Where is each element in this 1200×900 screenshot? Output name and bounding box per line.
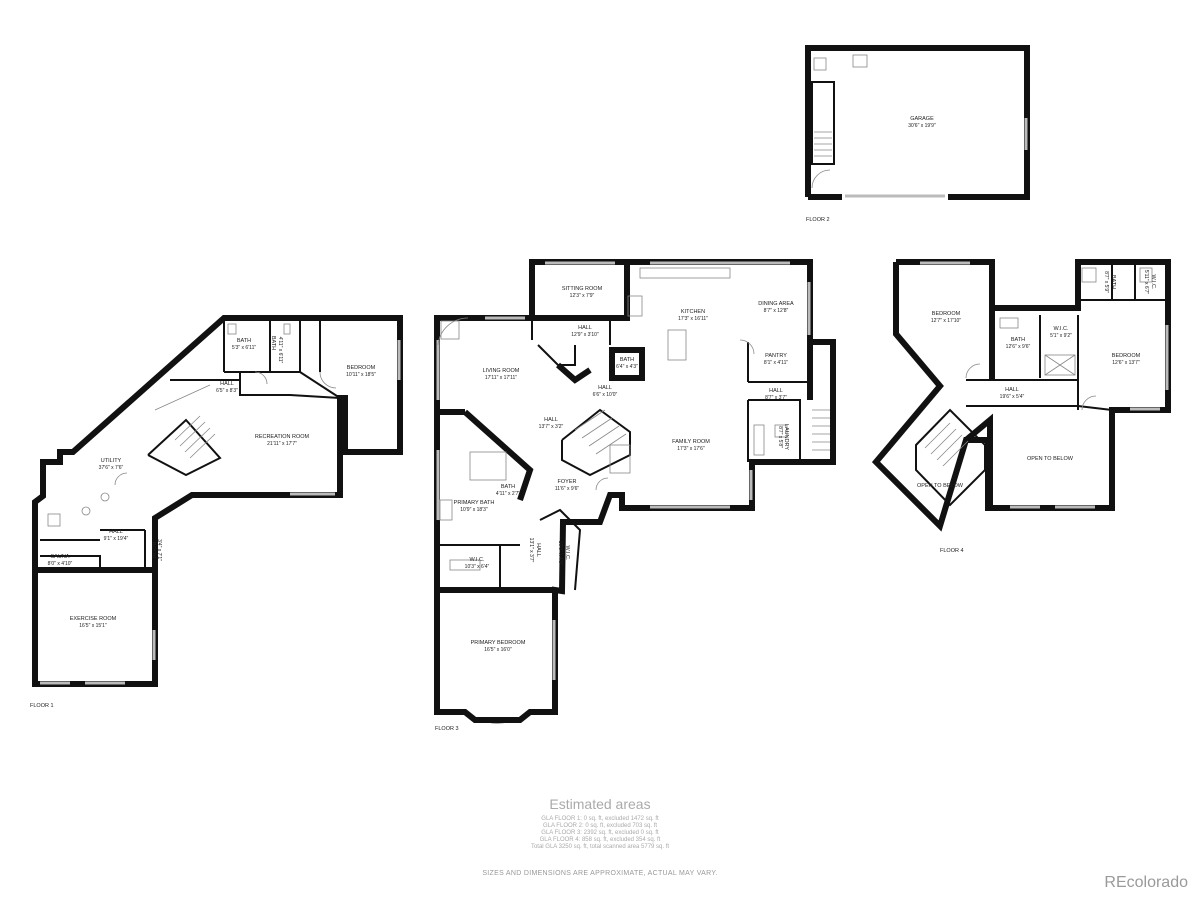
- f1-bedroom-dim: 10'11" x 18'5": [346, 372, 376, 378]
- area-line-1: GLA FLOOR 1: 0 sq. ft, excluded 1472 sq.…: [541, 816, 659, 822]
- f4-bedroom1-name: BEDROOM: [932, 311, 961, 317]
- f3-hall4-name: HALL: [544, 417, 558, 423]
- open-to-below-1: OPEN TO BELOW: [1027, 456, 1074, 462]
- primary-bath-dim: 10'9" x 18'3": [460, 507, 488, 513]
- recreation-dim: 21'11" x 17'7": [267, 441, 297, 447]
- sauna-name: SAUNA: [51, 554, 70, 560]
- floor-4: BEDROOM 12'7" x 17'10" BATH 8'7" x 5'9" …: [871, 259, 1171, 554]
- area-line-5: Total GLA 3250 sq. ft, total scanned are…: [530, 844, 670, 850]
- f3-hall2-name: HALL: [598, 385, 612, 391]
- foyer-name: FOYER: [558, 479, 577, 485]
- f1-bath-dim: 5'3" x 6'11": [232, 345, 256, 351]
- primary-bedroom-name: PRIMARY BEDROOM: [471, 640, 526, 646]
- foyer-dim: 11'6" x 9'6": [555, 486, 579, 492]
- f4-bath1-name: BATH: [1110, 275, 1116, 289]
- exercise-name: EXERCISE ROOM: [70, 616, 117, 622]
- f3-hall5-dim: 13'1" x 3'7": [528, 538, 534, 563]
- living-name: LIVING ROOM: [483, 368, 520, 374]
- f1-hall2-name: HALL: [109, 529, 123, 535]
- f4-bedroom1-dim: 12'7" x 17'10": [931, 318, 961, 324]
- family-name: FAMILY ROOM: [672, 439, 710, 445]
- f3-hall1-dim: 12'9" x 3'10": [571, 332, 599, 338]
- disclaimer: SIZES AND DIMENSIONS ARE APPROXIMATE, AC…: [482, 870, 718, 877]
- f3-hall5-name: HALL: [535, 543, 541, 557]
- f3-hall3-dim: 8'7" x 3'7": [765, 395, 787, 401]
- f4-hall-dim: 19'6" x 5'4": [1000, 394, 1025, 400]
- floor-3-label: FLOOR 3: [435, 726, 459, 732]
- sitting-dim: 12'3" x 7'9": [570, 293, 595, 299]
- f3-bath2-dim: 4'11" x 2'7": [496, 491, 520, 497]
- dining-dim: 8'7" x 12'8": [764, 308, 789, 314]
- f3-hall4-dim: 13'7" x 3'2": [539, 424, 564, 430]
- f3-wic2-dim: 10'0" x 4'9": [557, 541, 563, 566]
- kitchen-name: KITCHEN: [681, 309, 705, 315]
- f3-hall1-name: HALL: [578, 325, 592, 331]
- primary-bedroom-dim: 16'5" x 16'0": [484, 647, 512, 653]
- f3-bath-dim: 6'4" x 4'3": [616, 364, 638, 370]
- f4-bath2-dim: 12'6" x 9'6": [1006, 344, 1031, 350]
- floor-3: SITTING ROOM 12'3" x 7'9" HALL 12'9" x 3…: [434, 259, 836, 732]
- floor-4-label: FLOOR 4: [940, 548, 964, 554]
- f3-bath2-name: BATH: [501, 484, 515, 490]
- area-line-3: GLA FLOOR 3: 2392 sq. ft, excluded 0 sq.…: [541, 830, 659, 836]
- f4-bedroom2-dim: 12'6" x 13'7": [1112, 360, 1140, 366]
- laundry-name: LAUNDRY: [783, 424, 789, 451]
- laundry-dim: 8'7" x 5'8": [777, 426, 783, 448]
- utility-name: UTILITY: [101, 458, 122, 464]
- f4-wic2-dim: 5'1" x 9'2": [1050, 333, 1072, 339]
- f4-wic1-name: W.I.C.: [1150, 275, 1156, 290]
- open-to-below-2: OPEN TO BELOW: [917, 483, 964, 489]
- floor-2-label: FLOOR 2: [806, 217, 830, 223]
- f3-wic2-name: W.I.C.: [564, 546, 570, 561]
- area-line-4: GLA FLOOR 4: 858 sq. ft, excluded 354 sq…: [539, 837, 661, 843]
- area-line-2: GLA FLOOR 2: 0 sq. ft, excluded 703 sq. …: [542, 823, 658, 829]
- garage-name: GARAGE: [910, 116, 934, 122]
- f4-bath1-dim: 8'7" x 5'9": [1103, 271, 1109, 293]
- f1-bath-name: BATH: [237, 338, 251, 344]
- pantry-dim: 8'1" x 4'11": [764, 360, 788, 366]
- sitting-name: SITTING ROOM: [562, 286, 603, 292]
- f4-wic2-name: W.I.C.: [1054, 326, 1069, 332]
- floor-2: GARAGE 30'6" x 19'9" FLOOR 2: [805, 45, 1030, 223]
- f1-bath2-name: BATH: [270, 336, 276, 350]
- f3-wic-name: W.I.C.: [470, 557, 485, 563]
- f1-room-name: ROOM: [150, 541, 156, 559]
- recreation-name: RECREATION ROOM: [255, 434, 310, 440]
- f1-bath2-dim: 4'11" x 6'11": [277, 337, 283, 364]
- f3-wic-dim: 10'3" x 6'4": [465, 564, 490, 570]
- f4-bedroom2-name: BEDROOM: [1112, 353, 1141, 359]
- f3-hall2-dim: 6'6" x 10'0": [593, 392, 618, 398]
- exercise-dim: 16'5" x 15'1": [79, 623, 107, 629]
- f1-bedroom-name: BEDROOM: [347, 365, 376, 371]
- f1-hall1-dim: 6'5" x 8'3": [216, 388, 238, 394]
- dining-name: DINING AREA: [758, 301, 794, 307]
- utility-dim: 37'6" x 7'6": [99, 465, 124, 471]
- areas-title: Estimated areas: [549, 796, 651, 812]
- sauna-dim: 8'0" x 4'10": [48, 561, 73, 567]
- pantry-name: PANTRY: [765, 353, 787, 359]
- f1-hall1-name: HALL: [220, 381, 234, 387]
- f3-bath-name: BATH: [620, 357, 634, 363]
- f4-bath2-name: BATH: [1011, 337, 1025, 343]
- floor-1: BATH 5'3" x 6'11" BATH 4'11" x 6'11" BED…: [30, 315, 403, 709]
- kitchen-dim: 17'3" x 16'11": [678, 316, 708, 322]
- f4-hall-name: HALL: [1005, 387, 1019, 393]
- f4-wic1-dim: 5'11" x 6'7": [1143, 270, 1149, 294]
- primary-bath-name: PRIMARY BATH: [454, 500, 495, 506]
- brand-logo: REcolorado: [1104, 874, 1188, 891]
- family-dim: 17'3" x 17'6": [677, 446, 705, 452]
- f1-room-dim: 3'4" x 7'1": [156, 539, 162, 561]
- floor-1-label: FLOOR 1: [30, 703, 54, 709]
- garage-dim: 30'6" x 19'9": [908, 123, 936, 129]
- f1-hall2-dim: 9'1" x 19'4": [104, 536, 129, 542]
- f3-hall3-name: HALL: [769, 388, 783, 394]
- living-dim: 17'11" x 17'11": [485, 375, 517, 381]
